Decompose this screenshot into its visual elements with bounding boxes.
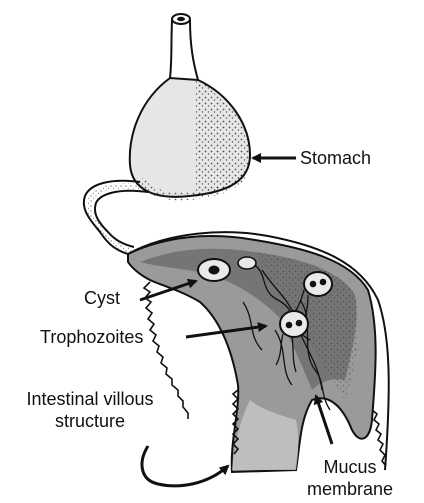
esophagus (170, 14, 198, 80)
villous-label-line2: structure (6, 410, 174, 432)
villous-label-line1: Intestinal villous (6, 388, 174, 410)
mucus-label-line1: Mucus (290, 456, 410, 478)
intestine-section (128, 232, 389, 472)
mucus-label: Mucus membrane (290, 456, 410, 500)
trophozoites-label: Trophozoites (40, 326, 143, 348)
stomach-label: Stomach (300, 147, 371, 169)
mucus-label-line2: membrane (290, 478, 410, 500)
villous-arrow (142, 446, 228, 486)
villous-label: Intestinal villous structure (6, 388, 174, 432)
cyst-label: Cyst (84, 287, 120, 309)
stomach-shape (130, 78, 250, 197)
mucus-arrow (316, 396, 332, 444)
duodenum (84, 181, 148, 254)
